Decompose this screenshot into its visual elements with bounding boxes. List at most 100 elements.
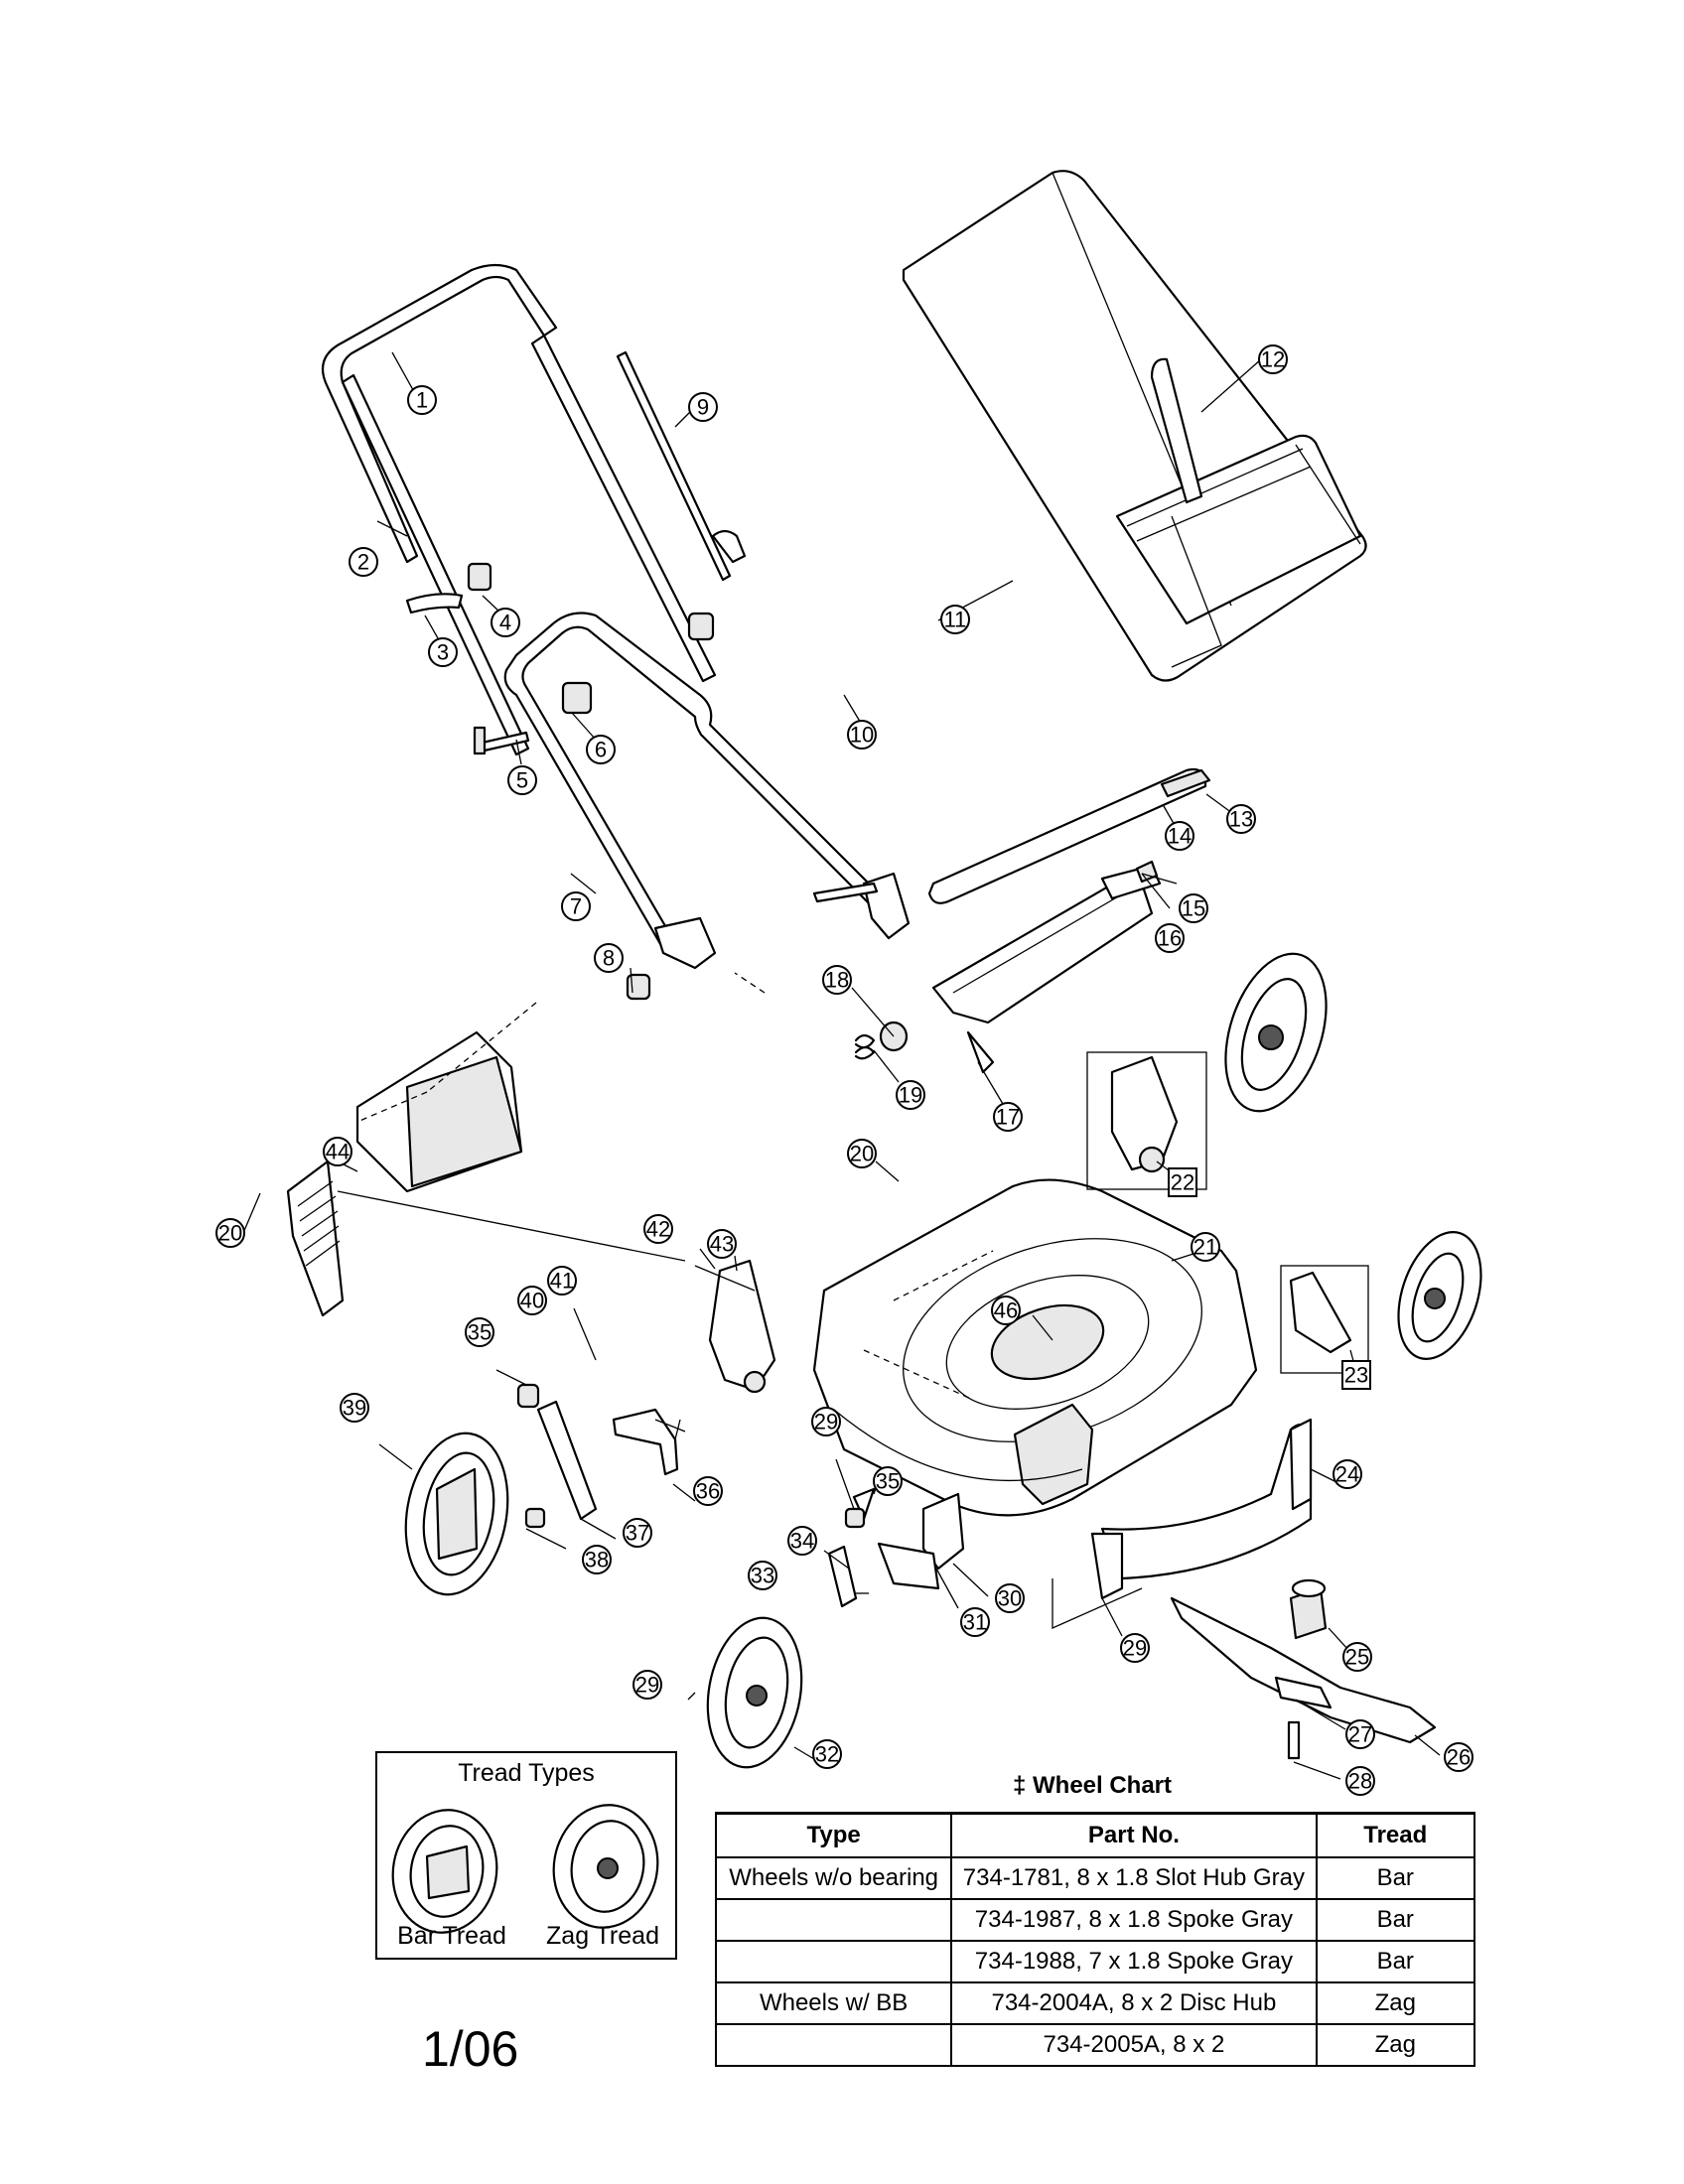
- callout: 24: [1333, 1459, 1362, 1489]
- svg-text:6: 6: [595, 738, 607, 762]
- callout: 26: [1444, 1742, 1474, 1772]
- tread-types-panel: Tread Types Bar Tread Zag Tread: [375, 1751, 677, 1960]
- table-row: Wheels w/ BB 734-2004A, 8 x 2 Disc Hub Z…: [714, 1981, 1475, 2025]
- svg-text:17: 17: [996, 1105, 1020, 1130]
- svg-text:34: 34: [790, 1529, 814, 1554]
- handle-hardware: [405, 350, 879, 1001]
- cell-type: [714, 2023, 953, 2067]
- callout: 44: [323, 1137, 352, 1166]
- callouts: 1 2 3 4 5 6 7 8 9 10 11 12 13 14 15 16 1…: [215, 344, 1474, 1796]
- upper-handle: [321, 263, 717, 756]
- svg-text:9: 9: [697, 395, 709, 420]
- callout: 14: [1165, 821, 1194, 851]
- callout: 16: [1155, 923, 1185, 953]
- svg-text:27: 27: [1348, 1722, 1372, 1747]
- callout: 18: [822, 965, 852, 995]
- svg-text:7: 7: [570, 894, 582, 919]
- svg-text:29: 29: [814, 1410, 838, 1434]
- cell-part-no: 734-1987, 8 x 1.8 Spoke Gray: [950, 1898, 1318, 1942]
- table-row: Wheels w/o bearing 734-1781, 8 x 1.8 Slo…: [714, 1856, 1475, 1900]
- svg-text:10: 10: [850, 723, 874, 748]
- callout: 25: [1342, 1642, 1372, 1672]
- svg-text:2: 2: [357, 550, 369, 575]
- callout: 20: [847, 1139, 877, 1168]
- svg-text:28: 28: [1348, 1769, 1372, 1794]
- callout: 5: [507, 765, 537, 795]
- svg-text:26: 26: [1447, 1745, 1471, 1770]
- callout: 40: [517, 1286, 547, 1315]
- svg-text:8: 8: [603, 946, 615, 971]
- svg-text:46: 46: [994, 1298, 1018, 1323]
- svg-text:3: 3: [437, 640, 449, 665]
- svg-text:40: 40: [520, 1289, 544, 1313]
- cell-tread: Bar: [1315, 1856, 1475, 1900]
- callout: 37: [623, 1518, 652, 1548]
- callout: 23: [1341, 1360, 1371, 1390]
- table-header-row: Type Part No. Tread: [714, 1812, 1475, 1858]
- callout: 17: [993, 1102, 1023, 1132]
- callout: 31: [960, 1607, 990, 1637]
- callout: 32: [812, 1739, 842, 1769]
- callout: 35: [465, 1317, 494, 1347]
- header-tread: Tread: [1315, 1812, 1475, 1858]
- callout: 3: [428, 637, 458, 667]
- svg-text:19: 19: [899, 1083, 922, 1108]
- page-date: 1/06: [422, 2021, 519, 2077]
- tread-types-title: Tread Types: [458, 1759, 595, 1787]
- callout: 7: [561, 891, 591, 921]
- svg-text:29: 29: [635, 1673, 659, 1698]
- callout: 41: [547, 1266, 577, 1296]
- cell-tread: Zag: [1315, 1981, 1475, 2025]
- cell-part-no: 734-2005A, 8 x 2: [950, 2023, 1318, 2067]
- callout: 8: [594, 943, 624, 973]
- callout: 29: [811, 1407, 841, 1436]
- zag-tread-label: Zag Tread: [546, 1922, 659, 1950]
- svg-text:32: 32: [815, 1742, 839, 1767]
- callout: 1: [407, 385, 437, 415]
- callout: 11: [940, 605, 970, 634]
- table-row: 734-1987, 8 x 1.8 Spoke Gray Bar: [714, 1898, 1475, 1942]
- svg-text:23: 23: [1344, 1363, 1368, 1388]
- svg-text:24: 24: [1335, 1462, 1359, 1487]
- grass-bag: [902, 170, 1367, 682]
- svg-text:4: 4: [499, 611, 511, 635]
- svg-text:36: 36: [696, 1479, 720, 1504]
- cell-tread: Bar: [1315, 1898, 1475, 1942]
- svg-text:37: 37: [626, 1521, 649, 1546]
- callout: 34: [787, 1526, 817, 1556]
- cell-part-no: 734-1781, 8 x 1.8 Slot Hub Gray: [950, 1856, 1318, 1900]
- table-row: 734-2005A, 8 x 2 Zag: [714, 2023, 1475, 2067]
- callout: 20: [215, 1218, 245, 1248]
- cell-type: Wheels w/ BB: [714, 1981, 953, 2025]
- callout: 29: [632, 1670, 662, 1700]
- svg-text:20: 20: [218, 1221, 242, 1246]
- cell-part-no: 734-2004A, 8 x 2 Disc Hub: [950, 1981, 1318, 2025]
- callout: 12: [1258, 344, 1288, 374]
- header-part-no: Part No.: [950, 1812, 1318, 1858]
- callout: 13: [1226, 804, 1256, 834]
- callout: 22: [1168, 1167, 1197, 1197]
- svg-text:5: 5: [516, 768, 528, 793]
- svg-text:18: 18: [825, 968, 849, 993]
- callout: 29: [1120, 1633, 1150, 1663]
- svg-text:44: 44: [326, 1140, 350, 1164]
- callout: 6: [586, 735, 616, 764]
- svg-text:21: 21: [1193, 1235, 1217, 1260]
- callout: 33: [748, 1561, 777, 1590]
- svg-text:16: 16: [1158, 926, 1182, 951]
- callout: 39: [340, 1393, 369, 1423]
- callout: 46: [991, 1296, 1021, 1325]
- svg-text:14: 14: [1168, 824, 1192, 849]
- leader-lines: [242, 351, 1441, 1780]
- callout: 30: [995, 1583, 1025, 1613]
- front-left-wheel-assembly: [706, 1487, 965, 1769]
- bar-tread-wheel: [391, 1809, 498, 1934]
- svg-text:12: 12: [1261, 347, 1285, 372]
- rear-door-assembly: [854, 767, 1211, 1074]
- svg-text:43: 43: [710, 1232, 734, 1257]
- callout: 36: [693, 1476, 723, 1506]
- callout: 38: [582, 1545, 612, 1574]
- wheel-chart-title: ‡ Wheel Chart: [1012, 1772, 1173, 1799]
- svg-text:33: 33: [751, 1564, 774, 1588]
